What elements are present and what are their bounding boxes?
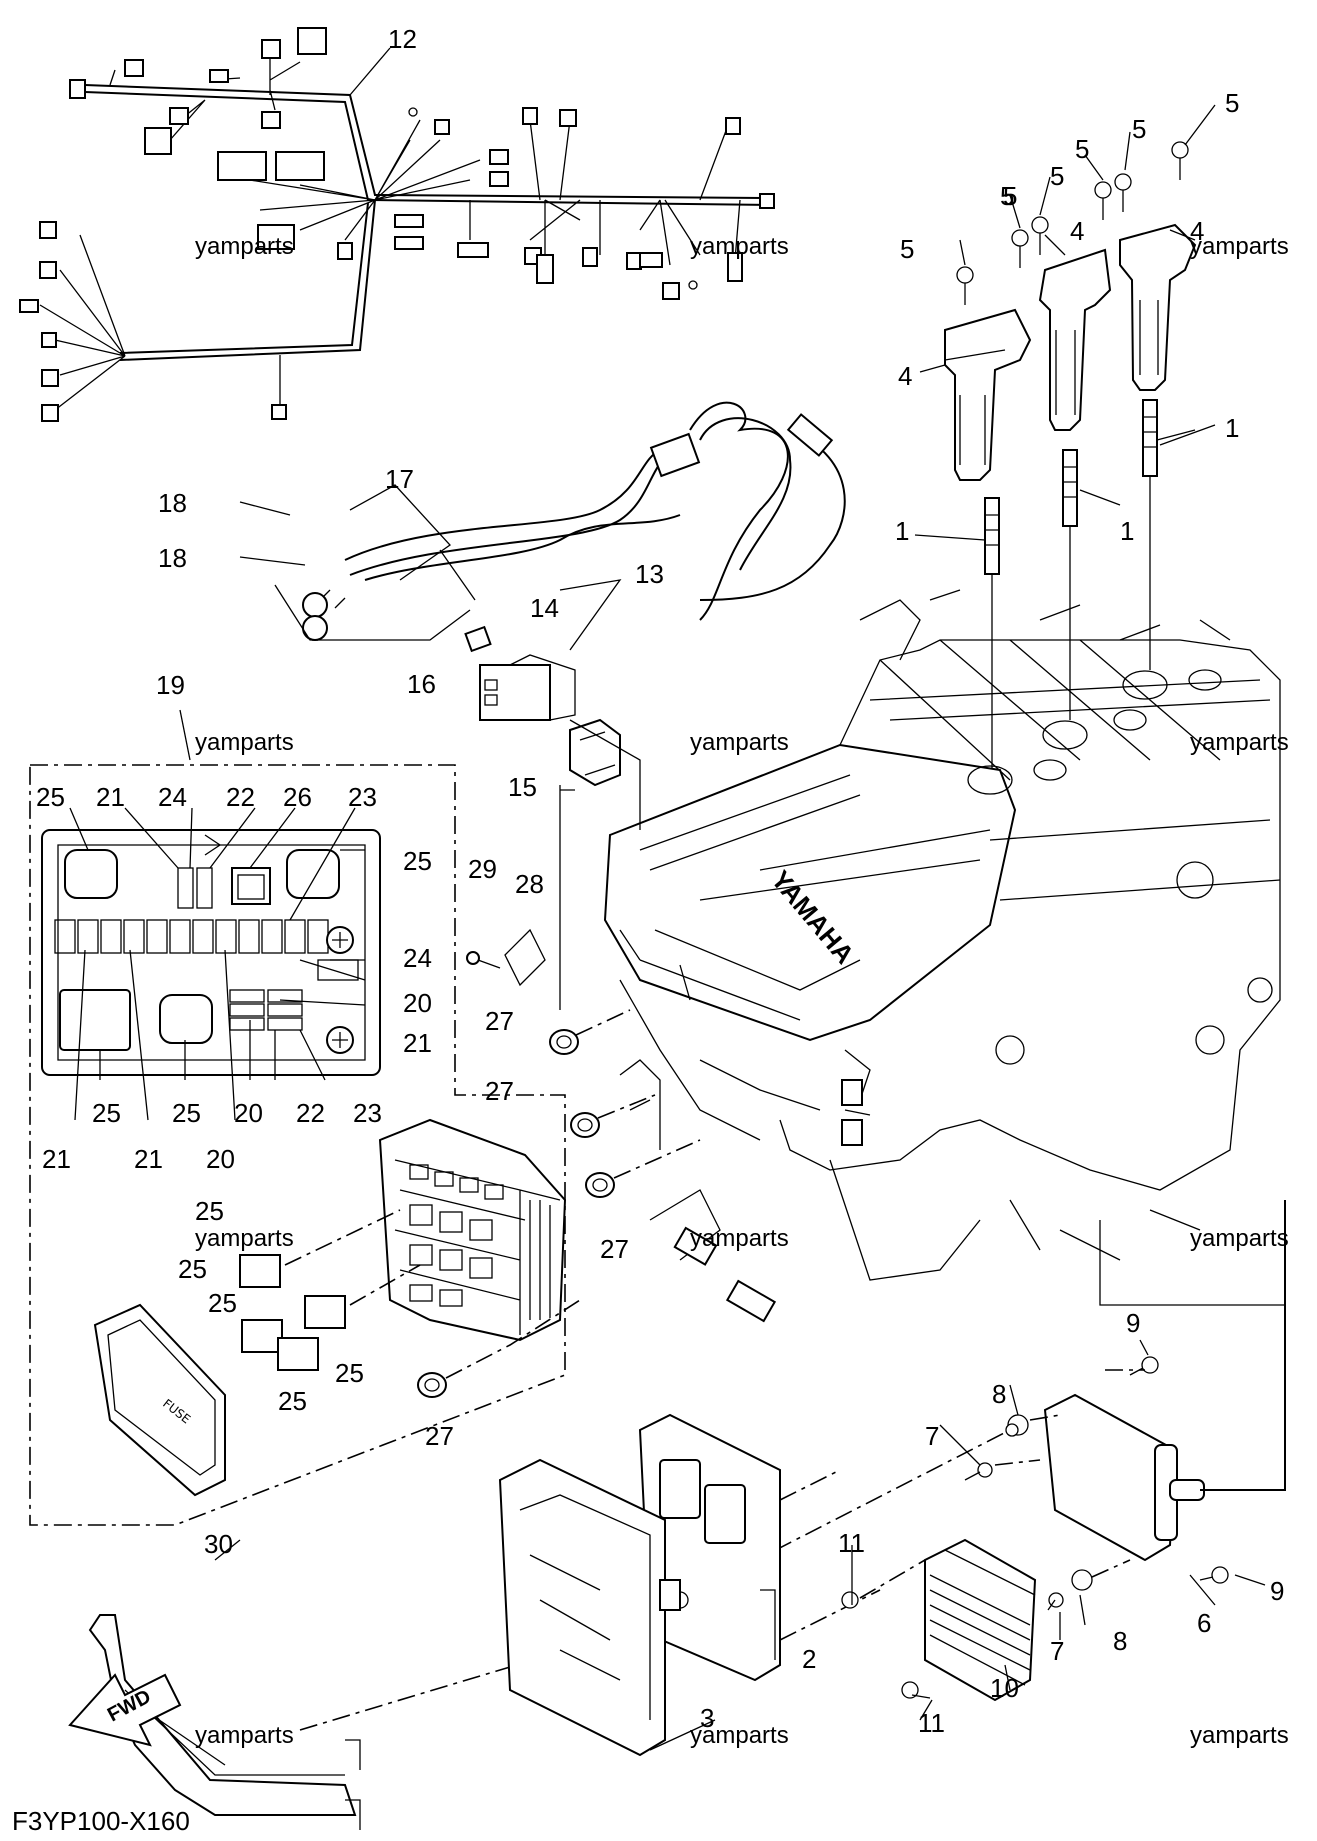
engine-block: YAMAHA <box>603 589 1281 1281</box>
callout-number: 25 <box>335 1358 364 1388</box>
callout-number: 5 <box>900 234 914 264</box>
fwd-arrow: FWD <box>68 1673 182 1747</box>
ecu-assembly <box>498 1413 881 1757</box>
callout-number: 27 <box>485 1076 514 1106</box>
callout-number: 1 <box>1225 413 1239 443</box>
ignition-coils <box>944 141 1197 481</box>
callout-numbers: 12 5 5 5 5 5 5 5 4 4 4 1 1 1 1 17 18 18 … <box>36 24 1284 1738</box>
callout-number: 5 <box>1003 181 1017 211</box>
callout-number: 27 <box>600 1234 629 1264</box>
callout-number: 23 <box>353 1098 382 1128</box>
callout-number: 25 <box>403 846 432 876</box>
callout-number: 22 <box>226 782 255 812</box>
watermarks: yamparts yamparts yamparts yamparts yamp… <box>195 233 1289 1749</box>
callout-leaders <box>239 47 1216 566</box>
callout-number: 25 <box>195 1196 224 1226</box>
callout-number: 4 <box>898 361 912 391</box>
ignition-leads <box>274 401 846 1010</box>
callout-number: 2 <box>802 1644 816 1674</box>
watermark: yamparts <box>690 1722 789 1749</box>
callout-number: 27 <box>485 1006 514 1036</box>
callout-number: 7 <box>1050 1636 1064 1666</box>
callout-number: 20 <box>234 1098 263 1128</box>
callout-number: 5 <box>1075 134 1089 164</box>
callout-number: 25 <box>92 1098 121 1128</box>
callout-number: 15 <box>508 772 537 802</box>
callout-number: 21 <box>42 1144 71 1174</box>
callout-number: 8 <box>1113 1626 1127 1656</box>
callout-number: 9 <box>1126 1308 1140 1338</box>
callout-number: 21 <box>96 782 125 812</box>
callout-number: 26 <box>283 782 312 812</box>
callout-number: 21 <box>403 1028 432 1058</box>
callout-number: 20 <box>403 988 432 1018</box>
callout-number: 5 <box>1050 161 1064 191</box>
callout-number: 25 <box>172 1098 201 1128</box>
watermark: yamparts <box>195 233 294 260</box>
callout-number: 25 <box>208 1288 237 1318</box>
watermark: yamparts <box>195 1722 294 1749</box>
watermark: yamparts <box>195 1225 294 1252</box>
callout-number: 17 <box>385 464 414 494</box>
callout-number: 22 <box>296 1098 325 1128</box>
callout-number: 21 <box>134 1144 163 1174</box>
callout-number: 5 <box>1132 114 1146 144</box>
callout-number: 23 <box>348 782 377 812</box>
callout-number: 14 <box>530 593 559 623</box>
spark-plugs <box>984 399 1158 800</box>
watermark: yamparts <box>690 1225 789 1252</box>
watermark: yamparts <box>1190 729 1289 756</box>
wire-harness <box>19 27 775 422</box>
callout-number: 13 <box>635 559 664 589</box>
callout-number: 8 <box>992 1379 1006 1409</box>
callout-number: 5 <box>1000 181 1014 211</box>
callout-number: 4 <box>1190 216 1204 246</box>
callout-number: 11 <box>918 1708 945 1738</box>
callout-number: 25 <box>278 1386 307 1416</box>
watermark: yamparts <box>1190 233 1289 260</box>
watermark: yamparts <box>690 729 789 756</box>
callout-number: 28 <box>515 869 544 899</box>
callout-number: 6 <box>1197 1608 1211 1638</box>
fuse-box-panel <box>29 709 566 1526</box>
rectifier-assembly <box>841 1200 1286 1702</box>
callout-number: 24 <box>158 782 187 812</box>
callout-number: 18 <box>158 488 187 518</box>
callout-number: 7 <box>925 1421 939 1451</box>
watermark: yamparts <box>195 729 294 756</box>
callout-number: 29 <box>468 854 497 884</box>
callout-number: 5 <box>1225 88 1239 118</box>
callout-number: 25 <box>36 782 65 812</box>
callout-number: 1 <box>895 516 909 546</box>
callout-number: 19 <box>156 670 185 700</box>
callout-number: 4 <box>1070 216 1084 246</box>
callout-number: 3 <box>700 1703 714 1733</box>
grommets <box>417 928 871 1398</box>
fuse-box-unit: FUSE <box>93 1118 567 1497</box>
watermark: yamparts <box>1190 1722 1289 1749</box>
callout-number: 30 <box>204 1529 233 1559</box>
watermark: yamparts <box>1190 1225 1289 1252</box>
diagram-code: F3YP100-X160 <box>12 1806 190 1836</box>
callout-number: 16 <box>407 669 436 699</box>
callout-number: 9 <box>1270 1576 1284 1606</box>
callout-number: 18 <box>158 543 187 573</box>
watermark: yamparts <box>690 233 789 260</box>
callout-number: 27 <box>425 1421 454 1451</box>
callout-number: 25 <box>178 1254 207 1284</box>
callout-number: 12 <box>388 24 417 54</box>
callout-number: 24 <box>403 943 432 973</box>
callout-number: 1 <box>1120 516 1134 546</box>
callout-number: 10 <box>990 1673 1019 1703</box>
callout-number: 20 <box>206 1144 235 1174</box>
